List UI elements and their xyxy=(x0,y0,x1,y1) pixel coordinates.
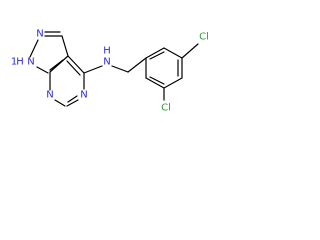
atom-n-pyrimidine-right: N xyxy=(80,90,87,101)
bond-c5-c6 xyxy=(163,47,183,59)
bond-c2-c3-double xyxy=(149,76,165,85)
bonds-phenyl xyxy=(145,43,199,101)
bond-c6-c1-double xyxy=(149,51,165,60)
atom-h-on-n: H xyxy=(16,57,24,68)
bond-n1-n2 xyxy=(29,39,39,58)
structure-canvas: N 1 H N N N N H Cl Cl xyxy=(0,0,227,129)
bond-c4-c3a xyxy=(67,55,85,74)
atom-h-prefix: 1 xyxy=(11,57,17,68)
bond-c6-c1 xyxy=(145,47,165,59)
molecule-diagram: N 1 H N N N N H Cl Cl xyxy=(11,29,209,114)
bond-nh-ch2 xyxy=(111,65,129,73)
bonds-linker xyxy=(111,57,147,73)
bond-n7-c6 xyxy=(54,99,66,107)
bond-c6-n5 xyxy=(66,99,79,107)
atom-labels: N 1 H N N N N H Cl Cl xyxy=(11,29,209,114)
bond-ch2-c1 xyxy=(127,57,147,73)
bond-c6-n5-double xyxy=(67,95,78,103)
atom-n-pyrazole-h: N xyxy=(27,57,34,68)
bond-c4-nh xyxy=(83,65,103,74)
bonds-pyrimidine xyxy=(49,55,85,107)
bond-c3a-c7a-inner xyxy=(49,59,64,71)
atom-h-amine: H xyxy=(103,46,111,57)
bond-c2-c3 xyxy=(145,77,165,89)
bond-c3-c4 xyxy=(163,77,183,89)
atom-n-pyrazole-top: N xyxy=(36,29,43,40)
atom-cl-top: Cl xyxy=(199,32,209,43)
atom-n-amine: N xyxy=(103,57,110,68)
bond-c5-cl xyxy=(181,43,199,59)
bond-n2-c7a xyxy=(36,66,49,74)
atom-n-pyrimidine-left: N xyxy=(46,90,53,101)
bonds-pyrazole xyxy=(29,31,69,74)
bond-c3a-c7a xyxy=(49,55,69,73)
bond-c3-c3a xyxy=(61,35,69,57)
bond-c4-c3a-double xyxy=(66,60,81,76)
atom-cl-bottom: Cl xyxy=(161,103,171,114)
